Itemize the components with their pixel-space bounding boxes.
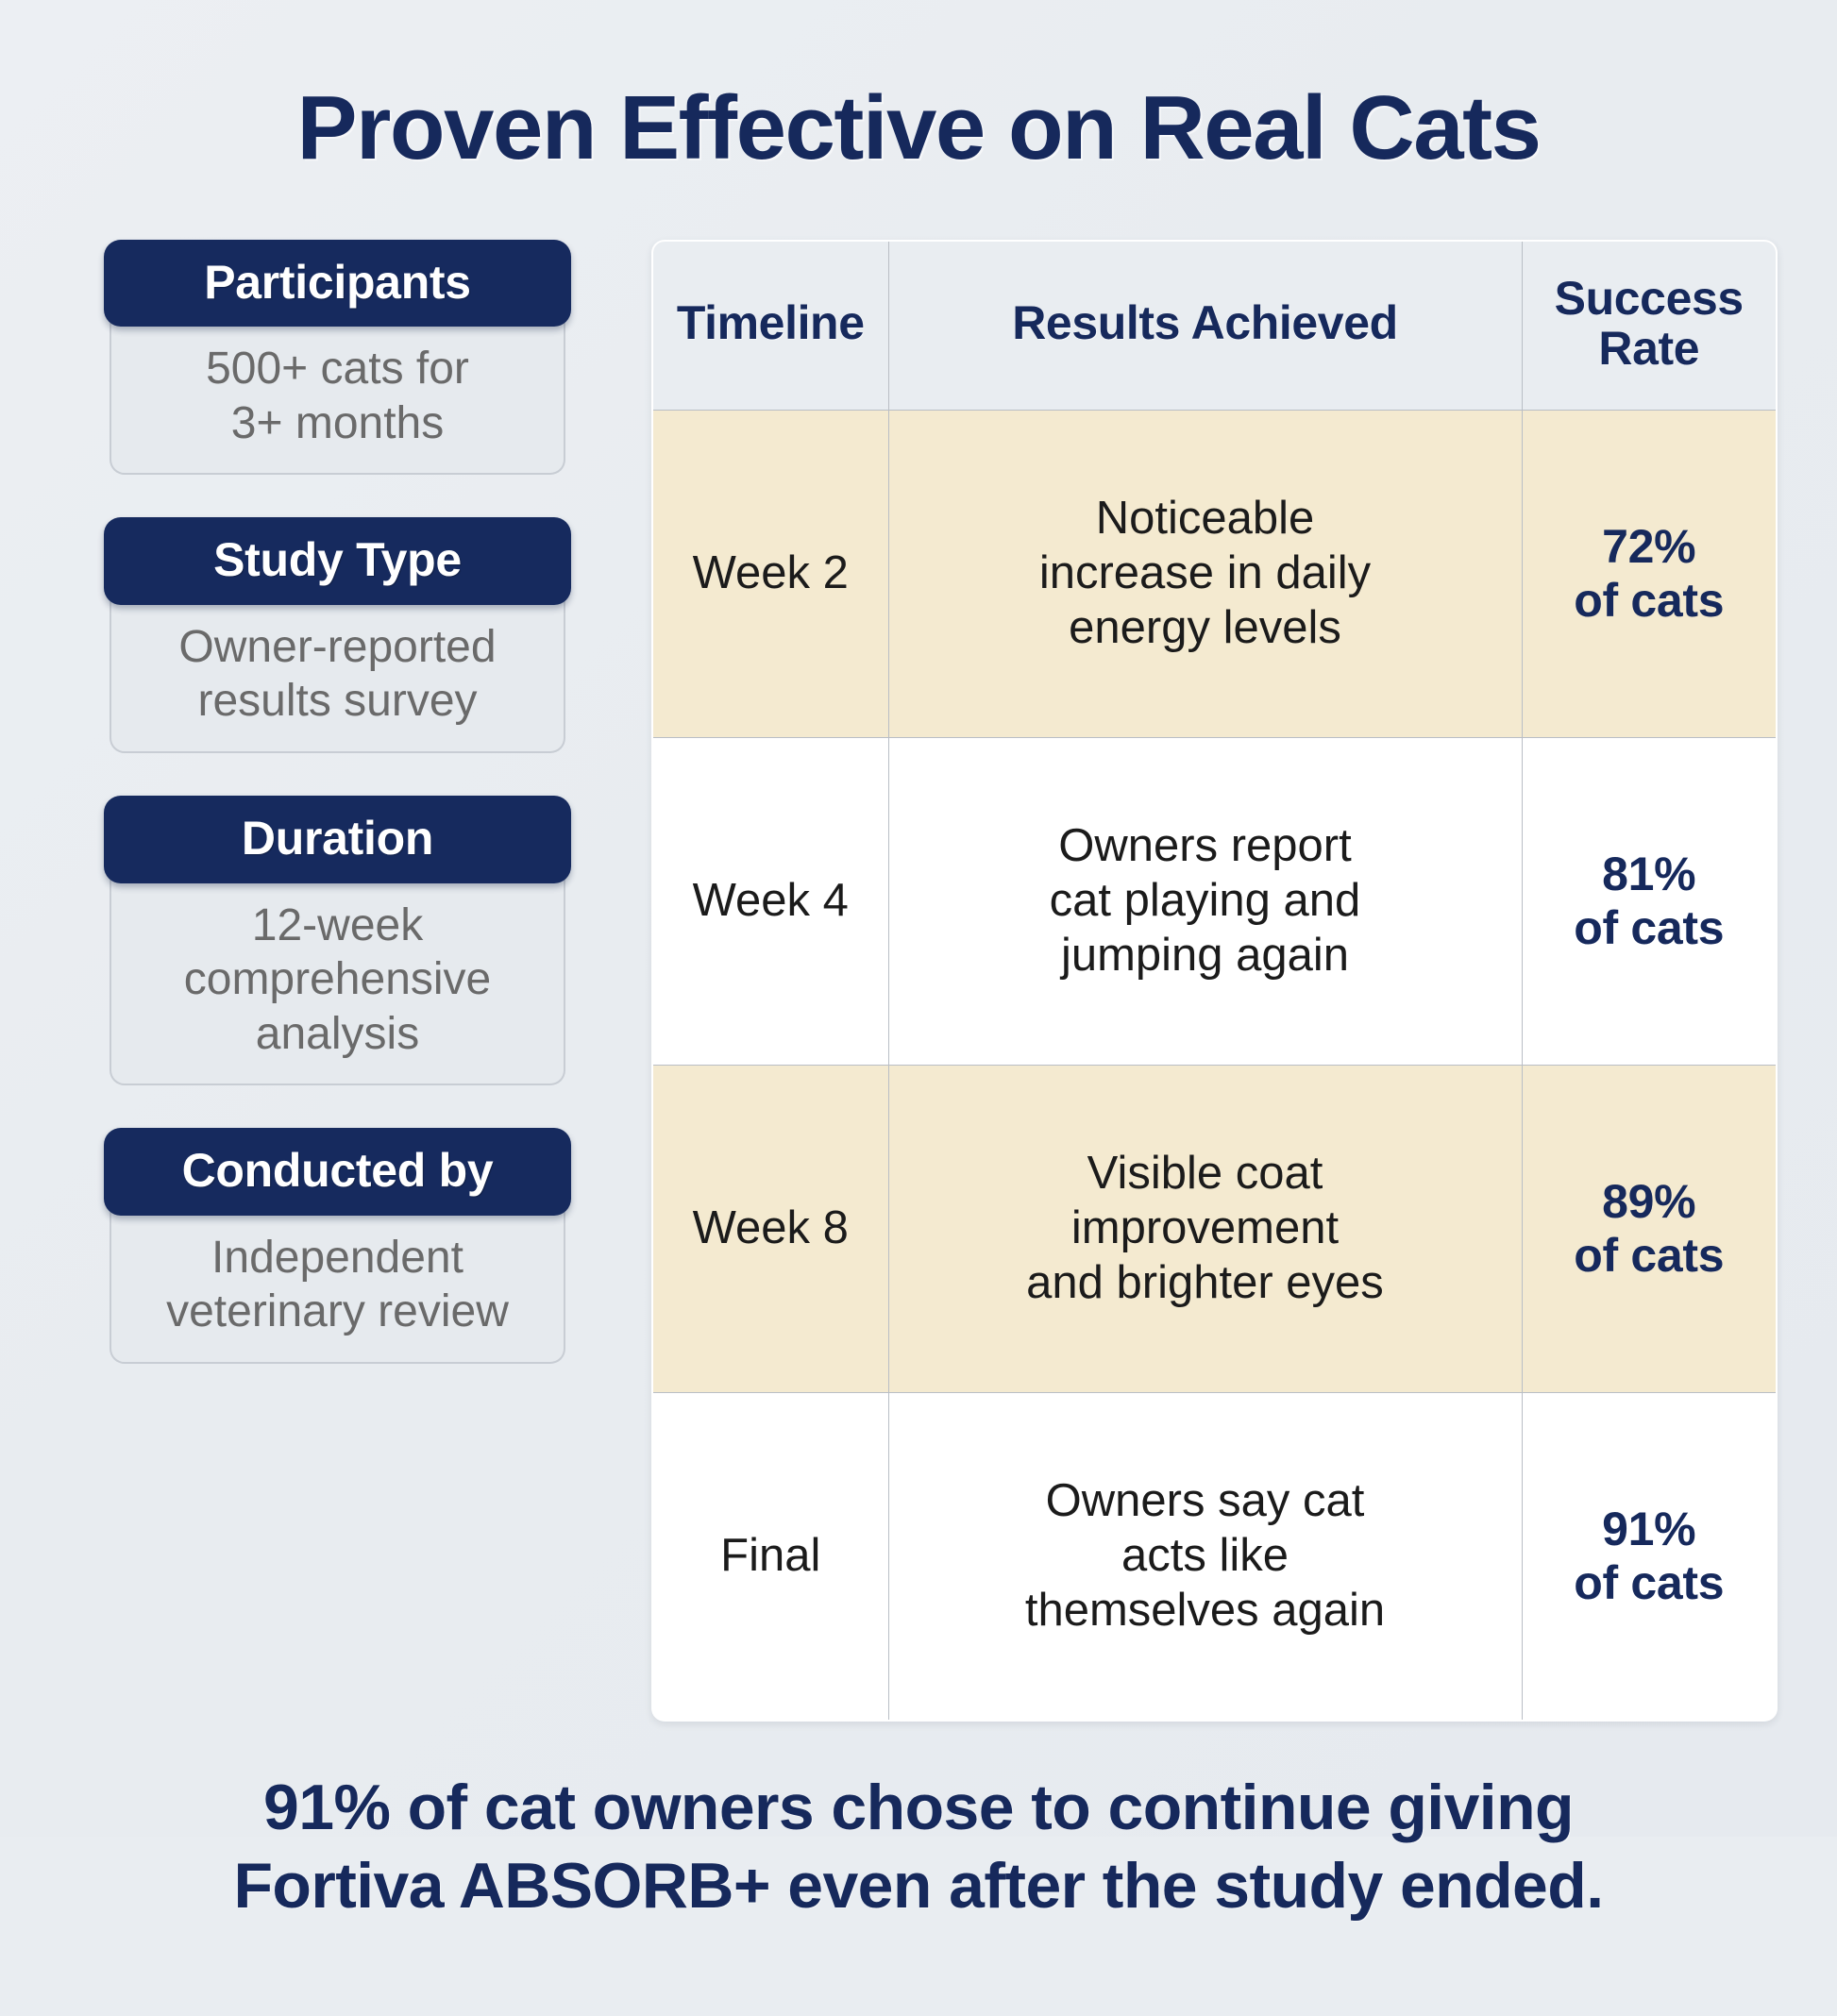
- page-title-container: Proven Effective on Real Cats: [0, 0, 1837, 177]
- column-header-timeline: Timeline: [653, 241, 889, 411]
- cell-success-rate: 91%of cats: [1521, 1391, 1776, 1720]
- footer-line-2: Fortiva ABSORB+ even after the study end…: [233, 1849, 1604, 1922]
- info-card-heading-study-type: Study Type: [104, 517, 571, 605]
- cell-timeline: Final: [653, 1391, 889, 1720]
- page-title: Proven Effective on Real Cats: [296, 77, 1542, 178]
- infographic-page: Proven Effective on Real Cats Participan…: [0, 0, 1837, 1922]
- info-card-heading-participants: Participants: [104, 239, 571, 328]
- footer-statement: 91% of cat owners chose to continue givi…: [0, 1722, 1837, 2016]
- cell-success-rate: 81%of cats: [1521, 736, 1776, 1066]
- info-card-heading-conducted-by: Conducted by: [104, 1128, 571, 1216]
- cell-success-rate: 89%of cats: [1521, 1064, 1776, 1393]
- column-header-results-achieved: Results Achieved: [887, 241, 1523, 411]
- info-card-heading-duration: Duration: [104, 796, 571, 883]
- cell-timeline: Week 4: [653, 736, 889, 1066]
- cell-timeline: Week 8: [653, 1064, 889, 1393]
- cell-success-rate: 72%of cats: [1521, 409, 1776, 738]
- footer-line-1: 91% of cat owners chose to continue givi…: [263, 1771, 1575, 1843]
- cell-timeline: Week 2: [653, 409, 889, 738]
